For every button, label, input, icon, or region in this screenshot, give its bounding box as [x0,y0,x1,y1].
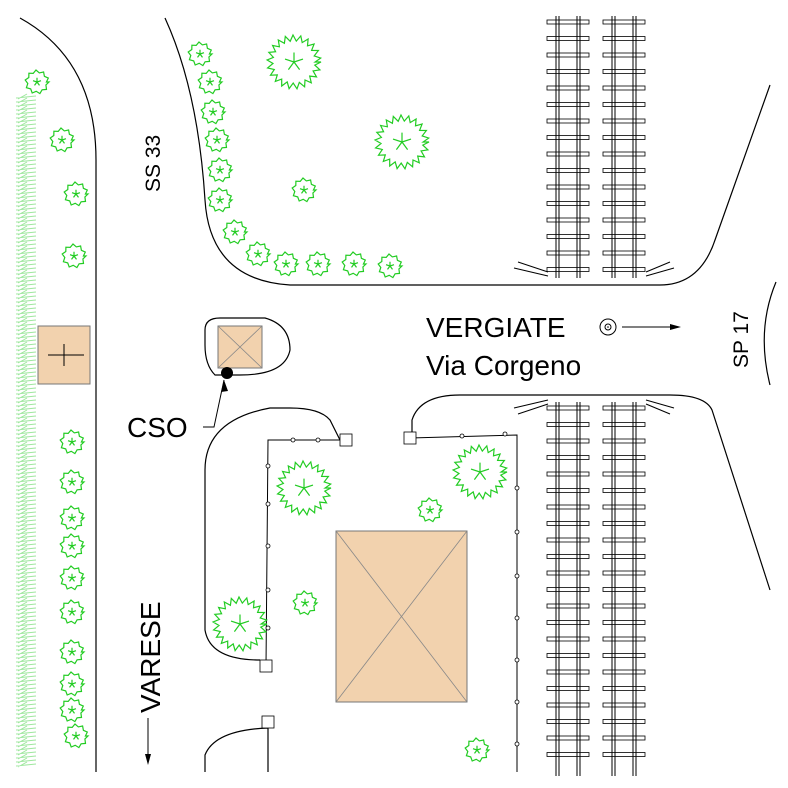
tree-icon [63,723,90,749]
tree-icon [63,181,90,207]
tree-icon [451,443,509,501]
tree-icon [305,251,332,277]
tree-icon [187,41,214,67]
rail-track [602,402,646,776]
road-edge-upper [164,17,771,286]
tree-icon [59,697,86,723]
fence-post [514,615,520,621]
tree-icon [59,565,86,591]
crossing-guard [517,403,549,415]
tree-icon [24,69,51,95]
tree-icon [59,429,86,455]
tree-icon [59,671,86,697]
tree-icon [273,251,300,277]
tree-icon [275,459,333,517]
crossing-guard [645,267,675,277]
road-outlines [19,17,777,772]
tree-icon [59,505,86,531]
tree-icon [197,69,224,95]
fence-post [514,529,520,535]
tree-icon [211,595,269,653]
road-edge-left [19,17,97,772]
tree-icon [341,251,368,277]
railway [513,16,675,776]
fence-post [265,625,271,631]
crossing-guard [513,399,549,409]
label-ss33: SS 33 [142,135,165,192]
tree-icon [61,243,88,269]
tree-icon [245,241,272,267]
crossing-guard [645,261,671,273]
label-town: VERGIATE [426,312,566,343]
fence-post [265,587,271,593]
fence-left [265,439,346,667]
grass-hatching [15,93,37,768]
crossing-guard [645,399,675,409]
chapel-building [37,325,91,385]
rail-track [602,16,646,278]
fence-post [265,501,271,507]
tree-icon [204,127,231,153]
warehouse-building [335,530,468,703]
label-direction: VARESE [135,601,166,713]
fence-post [514,657,520,663]
well-symbol [599,318,681,336]
fence-post [265,463,271,469]
square-post-icon [339,433,353,447]
label-street: Via Corgeno [426,350,581,381]
tree-icon [59,533,86,559]
fence-post [514,573,520,579]
label-sp17: SP 17 [730,311,753,368]
tree-icon [49,127,76,153]
parking-outline [204,407,341,661]
crossing-guard [513,267,549,277]
station-marker [203,367,233,428]
fence-post [514,699,520,705]
tree-icon [200,99,227,125]
rail-track [546,16,590,278]
traffic-island [204,317,291,376]
fence-post [502,431,508,437]
tree-icon [377,253,404,279]
buildings [37,325,468,703]
leader-line [203,379,225,428]
tree-icon [222,219,249,245]
filled-circle-icon [221,367,233,379]
varese-arrow [145,718,151,765]
tree-icon [291,177,318,203]
fence-post [265,543,271,549]
tree-icon [464,737,491,763]
square-post-icon [261,715,275,729]
square-post-icon [403,431,417,445]
tree-icon [417,497,444,523]
tree-icon [59,599,86,625]
fence-post [315,437,321,443]
trees [24,33,509,763]
square-post-icon [259,659,273,673]
fence-post [514,485,520,491]
leader-arrow [221,380,228,392]
fence-post [459,433,465,439]
fence-post [514,741,520,747]
tree-icon [207,187,234,213]
tree-icon [373,113,431,171]
tree-icon [292,590,319,616]
fence-posts [259,431,520,747]
fence-post [290,437,296,443]
arrow-right-icon [670,324,681,330]
road-edge-bottom [204,727,269,772]
rail-track [546,402,590,776]
grass-strip [15,93,37,768]
road-edge-sp17 [763,281,777,386]
tree-icon [265,33,323,91]
crossing-guard [517,261,549,273]
crossing-guard [645,403,671,415]
tree-icon [59,639,86,665]
road-edge-lower-right [411,394,771,591]
label-station: CSO [127,412,188,443]
tree-icon [59,469,86,495]
tree-icon [207,157,234,183]
station-building [217,325,263,369]
